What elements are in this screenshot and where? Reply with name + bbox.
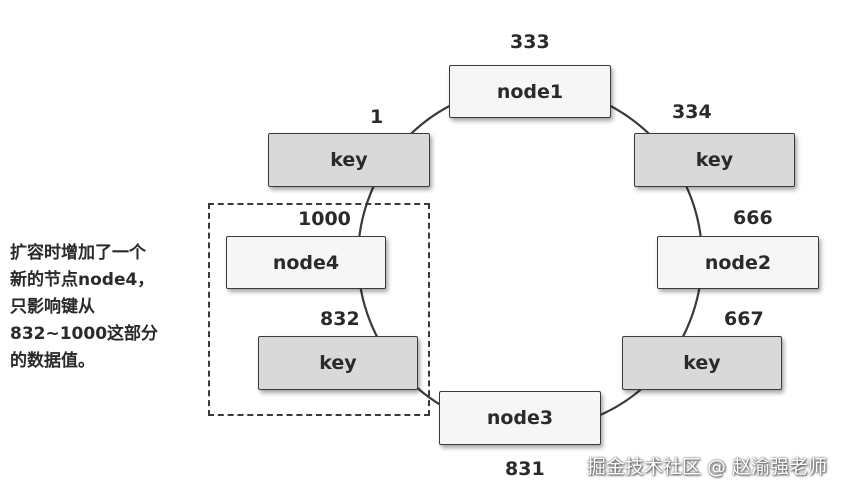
- node4-box: node4: [226, 236, 386, 289]
- key-1-box: key: [268, 133, 430, 187]
- key-1-value: 1: [370, 106, 384, 128]
- note-line: 的数据值。: [10, 351, 95, 371]
- watermark: 掘金技术社区 @ 赵渝强老师: [586, 456, 827, 478]
- node1-value: 333: [510, 31, 550, 53]
- key-334-value: 334: [672, 101, 712, 123]
- node1-box: node1: [449, 65, 611, 118]
- key-334-box: key: [634, 133, 795, 187]
- key-832-box: key: [258, 336, 418, 390]
- key-832-value: 832: [320, 308, 360, 330]
- scaling-note: 扩容时增加了一个 新的节点node4， 只影响键从 832~1000这部分 的数…: [10, 240, 200, 375]
- note-line: 新的节点node4，: [10, 270, 155, 290]
- node4-value: 1000: [298, 208, 351, 230]
- note-line: 832~1000这部分: [10, 324, 159, 344]
- note-line: 只影响键从: [10, 297, 95, 317]
- node2-box: node2: [657, 236, 819, 289]
- key-667-box: key: [622, 336, 782, 390]
- key-667-value: 667: [724, 308, 764, 330]
- node3-box: node3: [439, 391, 601, 445]
- new-node-region: [208, 203, 430, 416]
- node2-value: 666: [733, 207, 773, 229]
- node3-value: 831: [505, 458, 545, 480]
- note-line: 扩容时增加了一个: [10, 243, 146, 263]
